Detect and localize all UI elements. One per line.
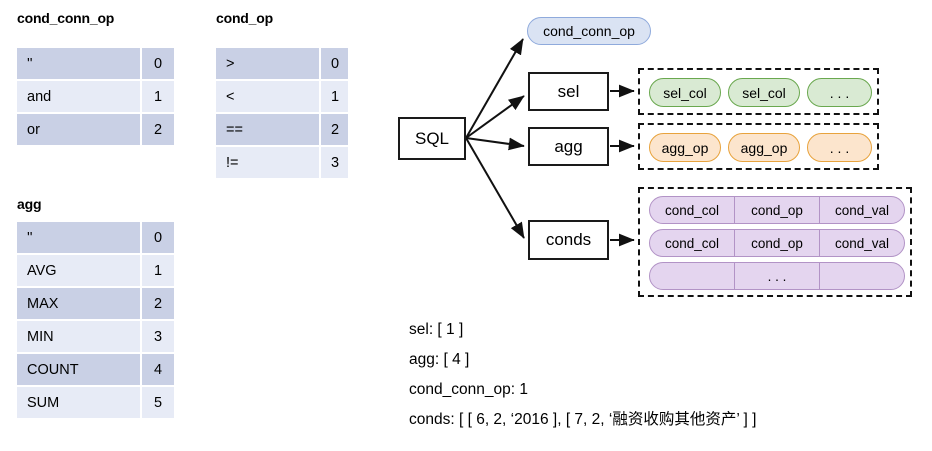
cond-op-cell-ellipsis[interactable]: . . . <box>735 263 820 289</box>
agg-op-ellipsis-pill[interactable]: . . . <box>807 133 872 162</box>
table-cell-key: and <box>17 81 142 114</box>
node-sel[interactable]: sel <box>528 72 609 111</box>
table-cell-key: != <box>216 147 321 178</box>
cond-row[interactable]: cond_col cond_op cond_val <box>649 196 905 224</box>
table-cell-key: or <box>17 114 142 145</box>
table-cell-value: 1 <box>321 81 348 114</box>
node-sql[interactable]: SQL <box>398 117 466 160</box>
table-row: < 1 <box>216 81 348 114</box>
table-cell-key: MAX <box>17 288 142 321</box>
cond-val-cell-empty[interactable] <box>820 263 904 289</box>
table-cell-key: '' <box>17 48 142 81</box>
table-cell-key: MIN <box>17 321 142 354</box>
node-conds[interactable]: conds <box>528 220 609 260</box>
table-cell-key: SUM <box>17 387 142 418</box>
sel-col-pill[interactable]: sel_col <box>649 78 721 107</box>
table-cell-key: < <box>216 81 321 114</box>
cond-rows-container: cond_col cond_op cond_val cond_col cond_… <box>638 187 912 297</box>
table-title-cond-conn-op: cond_conn_op <box>17 10 115 26</box>
table-cell-value: 3 <box>321 147 348 178</box>
table-cell-value: 5 <box>142 387 174 418</box>
table-cell-key: '' <box>17 222 142 255</box>
table-cell-value: 0 <box>142 48 174 81</box>
lookup-table-cond-conn-op: '' 0 and 1 or 2 <box>17 48 174 145</box>
table-body-cond-conn-op: '' 0 and 1 or 2 <box>17 48 174 145</box>
table-row: '' 0 <box>17 222 174 255</box>
table-cell-value: 3 <box>142 321 174 354</box>
cond-row-ellipsis[interactable]: . . . <box>649 262 905 290</box>
sel-items-container: sel_col sel_col . . . <box>638 68 879 115</box>
table-cell-value: 2 <box>142 288 174 321</box>
node-agg[interactable]: agg <box>528 127 609 166</box>
caption-line-sel: sel: [ 1 ] <box>409 321 464 338</box>
table-row: AVG 1 <box>17 255 174 288</box>
table-cell-value: 0 <box>321 48 348 81</box>
table-cell-key: > <box>216 48 321 81</box>
table-row: MAX 2 <box>17 288 174 321</box>
cond-op-cell[interactable]: cond_op <box>735 197 820 223</box>
arrow-sql-to-agg <box>465 137 525 151</box>
arrow-sql-to-cond-conn-op <box>465 38 524 139</box>
table-row: == 2 <box>216 114 348 147</box>
table-cell-value: 1 <box>142 81 174 114</box>
table-cell-key: == <box>216 114 321 147</box>
sel-col-pill[interactable]: sel_col <box>728 78 800 107</box>
lookup-table-cond-op: > 0 < 1 == 2 != 3 <box>216 48 348 178</box>
caption-line-cond-conn-op: cond_conn_op: 1 <box>409 381 528 398</box>
table-row: COUNT 4 <box>17 354 174 387</box>
cond-val-cell[interactable]: cond_val <box>834 202 890 218</box>
arrow-sql-to-sel <box>465 95 525 139</box>
table-row: SUM 5 <box>17 387 174 418</box>
table-row: > 0 <box>216 48 348 81</box>
table-cell-value: 4 <box>142 354 174 387</box>
caption-line-conds: conds: [ [ 6, 2, ‘2016 ], [ 7, 2, ‘融资收购其… <box>409 411 757 428</box>
cond-col-cell[interactable]: cond_col <box>650 197 735 223</box>
agg-op-pill[interactable]: agg_op <box>728 133 800 162</box>
arrow-sql-to-conds <box>465 137 525 239</box>
table-cell-value: 1 <box>142 255 174 288</box>
agg-op-pill[interactable]: agg_op <box>649 133 721 162</box>
table-cell-key: AVG <box>17 255 142 288</box>
cond-op-cell[interactable]: cond_op <box>735 230 820 256</box>
table-body-agg: '' 0 AVG 1 MAX 2 MIN 3 COUNT 4 SUM 5 <box>17 222 174 418</box>
node-cond-conn-op[interactable]: cond_conn_op <box>527 17 651 45</box>
sel-col-ellipsis-pill[interactable]: . . . <box>807 78 872 107</box>
table-row: != 3 <box>216 147 348 178</box>
table-cell-key: COUNT <box>17 354 142 387</box>
table-title-agg: agg <box>17 196 42 212</box>
table-title-cond-op: cond_op <box>216 10 273 26</box>
lookup-table-agg: '' 0 AVG 1 MAX 2 MIN 3 COUNT 4 SUM 5 <box>17 222 174 418</box>
cond-col-cell-empty[interactable] <box>650 263 735 289</box>
cond-row[interactable]: cond_col cond_op cond_val <box>649 229 905 257</box>
table-row: and 1 <box>17 81 174 114</box>
table-body-cond-op: > 0 < 1 == 2 != 3 <box>216 48 348 178</box>
table-cell-value: 2 <box>142 114 174 145</box>
caption-line-agg: agg: [ 4 ] <box>409 351 470 368</box>
table-row: '' 0 <box>17 48 174 81</box>
table-row: MIN 3 <box>17 321 174 354</box>
table-row: or 2 <box>17 114 174 145</box>
cond-col-cell[interactable]: cond_col <box>650 230 735 256</box>
table-cell-value: 0 <box>142 222 174 255</box>
cond-val-cell[interactable]: cond_val <box>834 235 890 251</box>
agg-items-container: agg_op agg_op . . . <box>638 123 879 170</box>
table-cell-value: 2 <box>321 114 348 147</box>
